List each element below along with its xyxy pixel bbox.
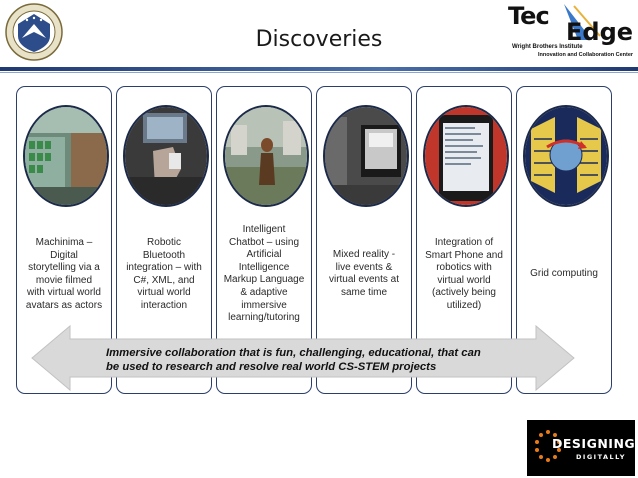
card-text-line: integration – with xyxy=(126,262,202,274)
banner-text: Immersive collaboration that is fun, cha… xyxy=(106,346,536,374)
card-text-line: virtual world xyxy=(137,287,191,299)
card-text-line: Robotic xyxy=(147,237,181,248)
card-text-line: virtual world xyxy=(437,274,491,286)
tecedge-logo-text-1: Tec xyxy=(508,2,550,30)
card-text-line: utilized) xyxy=(446,299,482,311)
designing-digitally-logo-text: DESIGNING xyxy=(552,436,636,451)
card-text-line: Intelligence xyxy=(238,261,290,273)
card-text-line: Artificial xyxy=(246,249,282,261)
designing-digitally-logo-subtext: DIGITALLY xyxy=(576,453,627,461)
card-text-line: Digital xyxy=(50,249,78,261)
card-text-line: live events & xyxy=(335,261,393,273)
card-grid-text: Grid computing xyxy=(521,268,607,281)
card-text-line: virtual events at xyxy=(328,274,400,286)
card-text-line: interaction xyxy=(140,299,188,311)
card-text-line: Machinima – xyxy=(35,237,93,248)
header-divider-thin xyxy=(0,72,638,73)
header-divider xyxy=(0,67,638,71)
tecedge-logo-subtitle-1: Wright Brothers Institute xyxy=(512,44,583,50)
banner-line-2: be used to research and resolve real wor… xyxy=(106,361,437,373)
banner-line-1: Immersive collaboration that is fun, cha… xyxy=(106,347,481,359)
card-text-line: Integration of xyxy=(434,237,494,248)
tecedge-logo: Tec Edge Wright Brothers Institute Innov… xyxy=(508,2,636,60)
card-text-line: (actively being xyxy=(432,287,496,299)
card-text-line: Mixed reality - xyxy=(332,249,396,260)
card-text-line: learning/tutoring xyxy=(228,312,300,324)
robot-hand-image xyxy=(123,105,209,207)
mixed-reality-image xyxy=(323,105,409,207)
card-text-line: & adaptive xyxy=(240,286,288,298)
virtual-world-image xyxy=(23,105,109,207)
card-text-line: storytelling via a xyxy=(28,262,100,274)
card-text-line: Markup Language xyxy=(223,274,305,286)
card-text-line: with virtual world xyxy=(27,287,101,299)
avatar-world-image xyxy=(223,105,309,207)
card-text-line: immersive xyxy=(241,299,287,311)
air-force-seal-logo xyxy=(4,2,64,62)
card-text-line: same time xyxy=(340,286,388,298)
card-text-line: avatars as actors xyxy=(25,299,103,311)
card-text-line: Grid computing xyxy=(530,268,598,279)
card-text-line: Smart Phone and xyxy=(425,249,503,261)
grid-computing-icon xyxy=(523,105,609,207)
slide-title: Discoveries xyxy=(255,27,383,52)
tecedge-logo-subtitle-2: Innovation and Collaboration Center xyxy=(538,52,634,58)
smartphone-image xyxy=(423,105,509,207)
card-text-line: Bluetooth xyxy=(142,249,186,261)
card-text-line: movie filmed xyxy=(35,274,93,286)
card-text-line: C#, XML, and xyxy=(133,274,195,286)
card-mixed-reality-text: Mixed reality -live events &virtual even… xyxy=(321,249,407,299)
designing-digitally-logo xyxy=(527,420,635,476)
tecedge-logo-text-2: Edge xyxy=(566,18,634,46)
card-text-line: Intelligent xyxy=(242,224,286,235)
card-text-line: robotics with xyxy=(436,262,492,274)
double-arrow-banner xyxy=(31,324,575,392)
card-text-line: Chatbot – using xyxy=(228,236,300,248)
